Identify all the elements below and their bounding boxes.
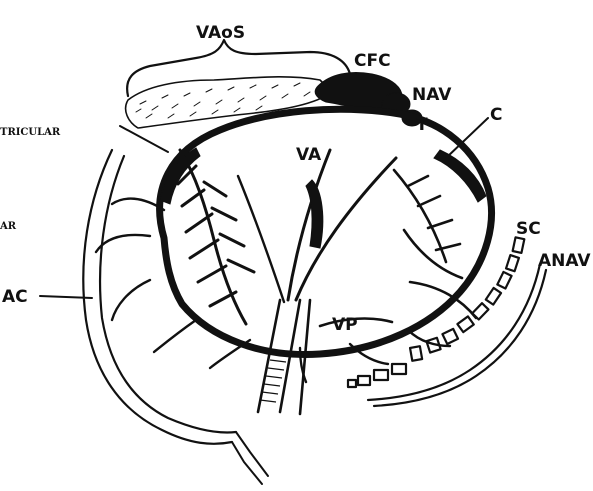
label-cfc: CFC (354, 51, 391, 71)
vaos-stippled-region (126, 77, 332, 128)
label-ventricular: TRICULAR (0, 127, 61, 138)
label-sc: SC (516, 219, 541, 239)
valve-ring (160, 109, 492, 354)
label-nav: NAV (412, 85, 452, 105)
label-t: T (416, 115, 428, 135)
label-ar: AR (0, 221, 17, 232)
label-va: VA (296, 145, 322, 165)
label-vp: VP (332, 315, 358, 335)
label-ac: AC (2, 287, 28, 307)
label-vaos: VAoS (196, 23, 245, 43)
label-c: C (490, 105, 502, 125)
central-shaft (238, 150, 396, 414)
leader-left (120, 126, 168, 152)
label-anav: ANAV (538, 251, 591, 271)
